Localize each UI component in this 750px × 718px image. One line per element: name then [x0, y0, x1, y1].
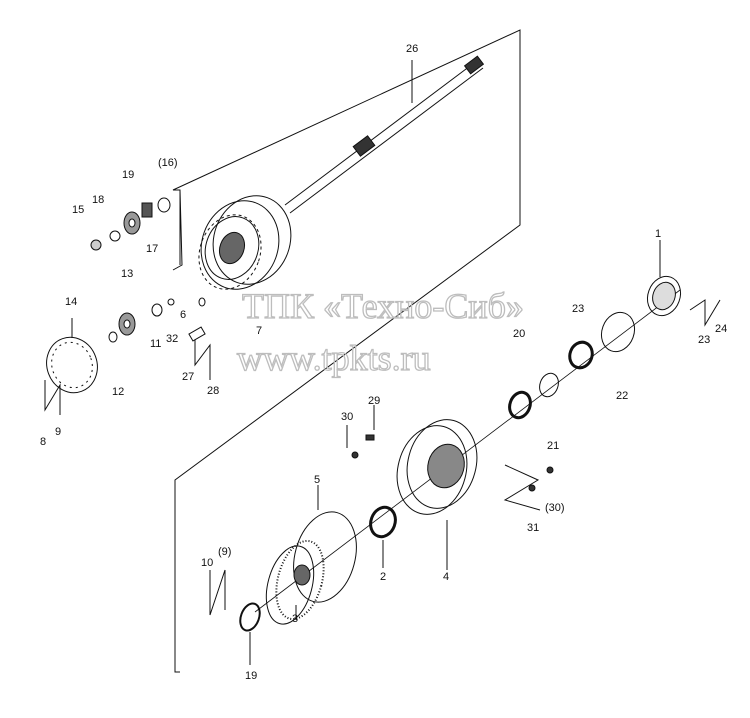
- shaft-26: [284, 55, 485, 214]
- bolt-31: [503, 464, 554, 511]
- part-label-23a: 23: [572, 303, 584, 315]
- part-label-19: 19: [122, 169, 134, 181]
- leaders-23-24: [689, 299, 721, 327]
- bearing-20: [508, 390, 532, 420]
- leaders-8-9: [44, 380, 61, 415]
- part-label-30: 30: [341, 411, 353, 423]
- part-label-30b: (30): [545, 502, 565, 514]
- ring-23: [568, 340, 594, 370]
- part-label-20: 20: [513, 328, 525, 340]
- cover-14: [46, 318, 98, 394]
- bolt-30: [346, 425, 359, 459]
- part-label-7: 7: [256, 325, 262, 337]
- part-label-3: 3: [292, 613, 298, 625]
- part-label-11: 11: [150, 338, 161, 350]
- part-label-1: 1: [655, 228, 661, 240]
- part-label-8: 8: [40, 436, 46, 448]
- ring-gear-3: [265, 539, 325, 625]
- part-label-29: 29: [368, 395, 380, 407]
- housing-4: [396, 419, 478, 570]
- part-label-15: 15: [72, 204, 84, 216]
- leaders-27-28: [194, 340, 211, 380]
- gear-19: [90, 197, 171, 251]
- plate-19-lower: [239, 602, 261, 665]
- part-label-16: (16): [158, 157, 178, 169]
- bolt-29: [365, 405, 375, 441]
- ring-21: [539, 372, 559, 398]
- part-label-19b: 19: [245, 670, 257, 682]
- part-label-27: 27: [182, 371, 194, 383]
- main-axis: [254, 289, 681, 613]
- part-label-23b: 23: [698, 334, 710, 346]
- part-label-13: 13: [121, 268, 133, 280]
- part-label-2: 2: [380, 571, 386, 583]
- upper-frame: [172, 29, 521, 673]
- gear-13: [108, 297, 206, 343]
- part-label-22: 22: [616, 390, 628, 402]
- part-label-26: 26: [406, 43, 418, 55]
- leader-frame-gear: [172, 189, 183, 271]
- part-label-18: 18: [92, 194, 104, 206]
- ring-22: [600, 311, 636, 353]
- part-label-12: 12: [112, 386, 124, 398]
- part-label-6: 6: [180, 309, 186, 321]
- leaders-9-10: [209, 569, 226, 616]
- part-label-28: 28: [207, 385, 219, 397]
- part-label-14: 14: [65, 296, 77, 308]
- part-label-31: 31: [527, 522, 539, 534]
- part-label-5: 5: [314, 474, 320, 486]
- part-label-10: 10: [201, 557, 213, 569]
- part-label-4: 4: [443, 571, 449, 583]
- part-label-9b: (9): [218, 546, 231, 558]
- carrier-7: [198, 195, 292, 290]
- part-label-24: 24: [715, 323, 727, 335]
- bearing-1: [646, 240, 682, 317]
- seal-5: [293, 485, 357, 603]
- part-label-21: 21: [547, 440, 559, 452]
- part-label-9: 9: [55, 426, 61, 438]
- watermark-line1: ТПК «Техно-Сиб»: [242, 286, 524, 326]
- part-label-32: 32: [166, 333, 178, 345]
- bearing-2: [369, 505, 397, 568]
- part-label-17: 17: [146, 243, 158, 255]
- watermark-line2: www.tpkts.ru: [237, 338, 431, 378]
